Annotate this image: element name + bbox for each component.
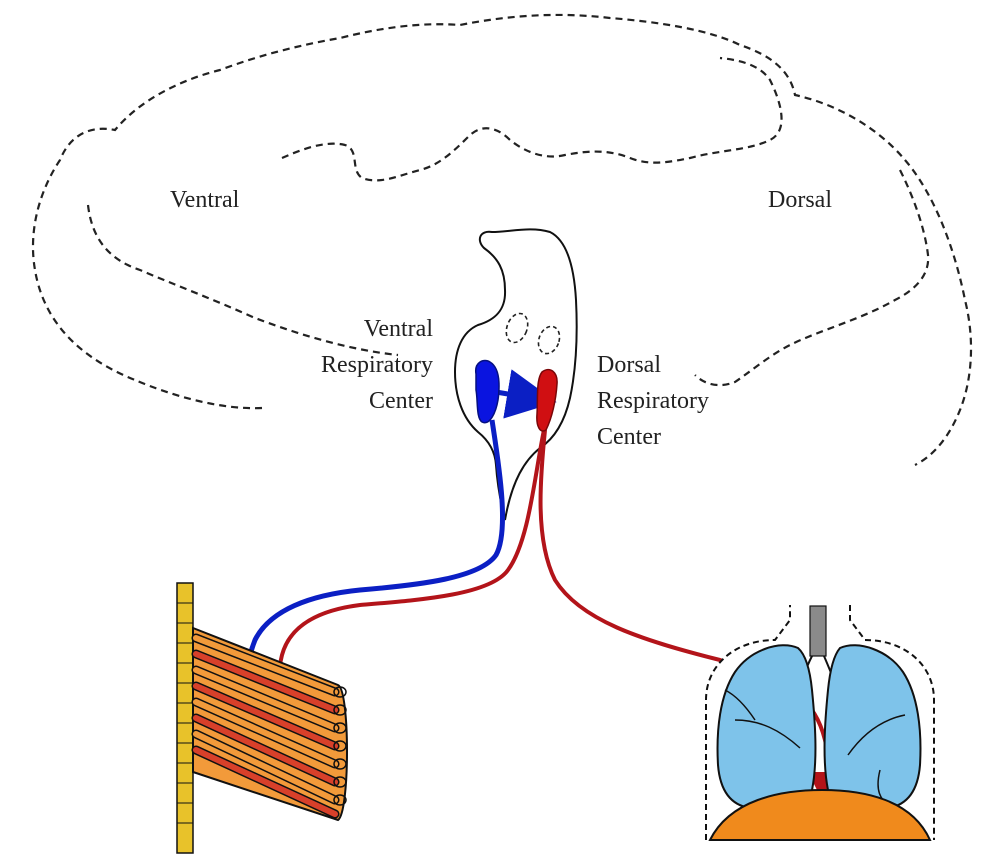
brain-dorsal-label: Dorsal (768, 187, 832, 213)
intercostal-muscles (177, 583, 347, 853)
brainstem-outline (455, 229, 577, 520)
trachea (810, 606, 826, 656)
brain-ventral-label: Ventral (170, 187, 240, 213)
drc-label-line2: Respiratory (597, 388, 709, 414)
vrc-label-line3: Center (369, 388, 433, 414)
vrc-label-line2: Respiratory (321, 352, 433, 378)
vrc-label-line1: Ventral (364, 316, 434, 342)
drc-label-line1: Dorsal (597, 352, 661, 378)
drc-label-line3: Center (597, 424, 661, 450)
